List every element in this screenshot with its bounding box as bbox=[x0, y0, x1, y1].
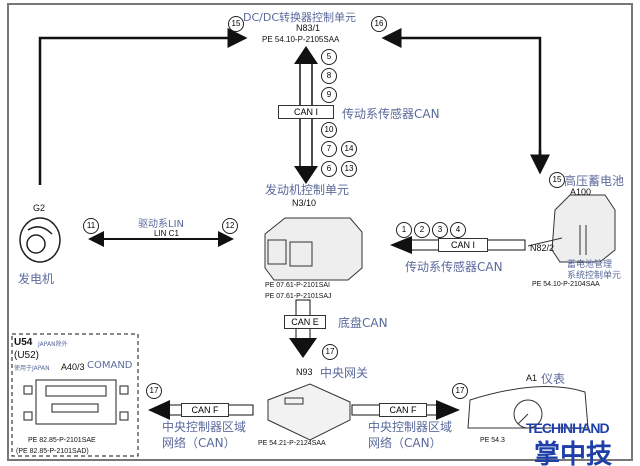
battery-name: 高压蓄电池 bbox=[564, 174, 625, 188]
generator-code: G2 bbox=[33, 203, 46, 213]
can-f-name-right-1: 中央控制器区域 bbox=[368, 420, 453, 434]
gen-to-dcdc-line bbox=[38, 28, 248, 185]
instrument-cluster-image bbox=[467, 386, 589, 429]
comand-u54-note: JAPAN除外 bbox=[38, 341, 68, 348]
comand-unit-image bbox=[23, 379, 129, 425]
gateway-name: 中央网关 bbox=[320, 366, 369, 380]
can-f-name-right-2: 网络（CAN） bbox=[368, 436, 442, 450]
can-i-label-horizontal: CAN I bbox=[438, 238, 488, 252]
gateway-code: N93 bbox=[296, 367, 313, 377]
pin-17-right: 17 bbox=[452, 383, 468, 399]
can-f-label-right: CAN F bbox=[379, 403, 427, 417]
can-e-label: CAN E bbox=[284, 315, 326, 329]
can-f-right-arrow bbox=[436, 400, 460, 420]
pin-14: 14 bbox=[341, 141, 357, 157]
pin-13: 13 bbox=[341, 161, 357, 177]
pin-12: 12 bbox=[222, 218, 238, 234]
can-f-label-left: CAN F bbox=[181, 403, 229, 417]
bms-name-1: 蓄电池管理 bbox=[567, 260, 613, 270]
battery-ref: PE 54.10-P-2104SAA bbox=[532, 281, 600, 288]
can-i-name-top: 传动系传感器CAN bbox=[342, 107, 440, 121]
watermark-cn: 掌中技 bbox=[534, 439, 613, 466]
ecu-ref-1: PE 07.61-P-2101SAI bbox=[265, 282, 330, 289]
dcdc-name: DC/DC转换器控制单元 bbox=[243, 11, 357, 24]
dcdc-code: N83/1 bbox=[296, 23, 321, 33]
can-i-name-right: 传动系传感器CAN bbox=[405, 260, 503, 274]
comand-u52: (U52) bbox=[14, 350, 40, 361]
comand-ref-1: PE 82.85-P-2101SAE bbox=[28, 437, 96, 444]
gateway-image bbox=[267, 383, 351, 441]
lin-name: 驱动系LIN bbox=[138, 219, 185, 230]
can-f-left-arrow bbox=[148, 400, 170, 420]
lin-label: LIN C1 bbox=[154, 229, 179, 238]
cluster-code: A1 bbox=[526, 373, 538, 383]
bms-code: N82/2 bbox=[530, 243, 555, 253]
cluster-ref: PE 54.3 bbox=[480, 437, 505, 444]
pin-15-battery: 15 bbox=[549, 172, 565, 188]
comand-u52-note: 使用于JAPAN bbox=[14, 365, 50, 372]
pin-2: 2 bbox=[414, 222, 430, 238]
comand-ref-2: (PE 82.85-P-2101SAD) bbox=[16, 448, 89, 455]
can-e-arrow bbox=[289, 338, 317, 358]
comand-name: COMAND bbox=[87, 360, 133, 371]
pin-11: 11 bbox=[83, 218, 99, 234]
pin-8: 8 bbox=[321, 68, 337, 84]
can-e-name: 底盘CAN bbox=[338, 316, 388, 330]
can-f-name-left-1: 中央控制器区域 bbox=[162, 420, 247, 434]
ecu-name: 发动机控制单元 bbox=[265, 183, 350, 197]
pin-15: 15 bbox=[228, 16, 244, 32]
pin-17-left: 17 bbox=[146, 383, 162, 399]
can-i-label-vertical: CAN I bbox=[278, 105, 334, 119]
comand-code: A40/3 bbox=[61, 362, 85, 372]
watermark-en: TECHINHAND bbox=[526, 420, 610, 436]
pin-6: 6 bbox=[321, 161, 337, 177]
can-f-name-left-2: 网络（CAN） bbox=[162, 436, 236, 450]
dcdc-ref: PE 54.10-P-2105SAA bbox=[262, 35, 340, 44]
pin-4: 4 bbox=[450, 222, 466, 238]
battery-dcdc-line bbox=[381, 28, 542, 172]
ecu-code: N3/10 bbox=[292, 198, 317, 208]
pin-1: 1 bbox=[396, 222, 412, 238]
pin-17-gateway: 17 bbox=[322, 344, 338, 360]
pin-9: 9 bbox=[321, 87, 337, 103]
pin-7: 7 bbox=[321, 141, 337, 157]
pin-10: 10 bbox=[321, 122, 337, 138]
generator-image bbox=[19, 217, 61, 263]
ecu-image bbox=[264, 217, 363, 281]
battery-image bbox=[551, 194, 616, 263]
generator-name: 发电机 bbox=[18, 272, 55, 286]
pin-16: 16 bbox=[371, 16, 387, 32]
ecu-ref-2: PE 07.61-P-2101SAJ bbox=[265, 293, 332, 300]
pin-3: 3 bbox=[432, 222, 448, 238]
gateway-ref: PE 54.21-P-2124SAA bbox=[258, 440, 326, 447]
bms-name-2: 系统控制单元 bbox=[567, 271, 622, 281]
pin-5: 5 bbox=[321, 49, 337, 65]
battery-code: A100 bbox=[570, 187, 592, 197]
can-i-horizontal-arrow bbox=[390, 236, 412, 254]
cluster-name: 仪表 bbox=[541, 372, 566, 386]
comand-u54: U54 bbox=[14, 337, 33, 348]
